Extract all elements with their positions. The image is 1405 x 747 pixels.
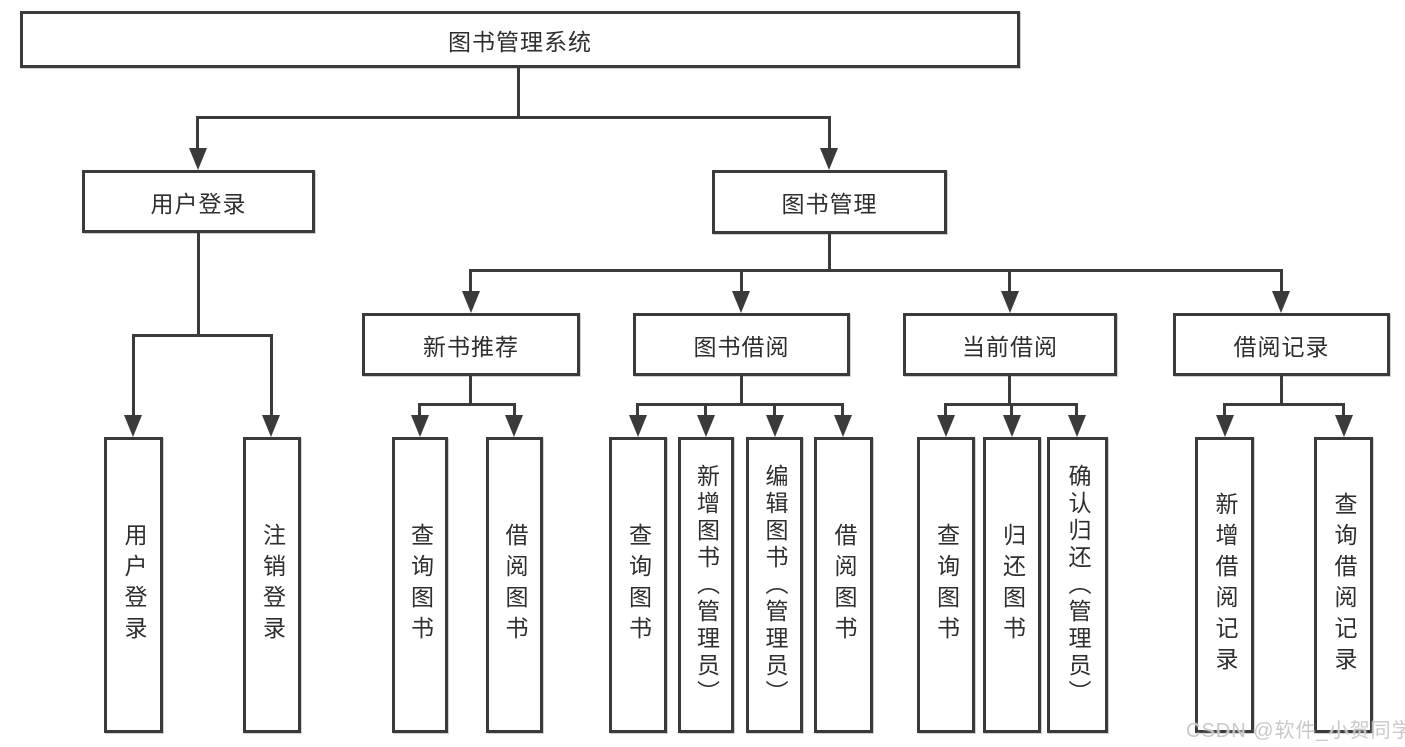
leaf-query-book-borrow: 查询图书 (609, 437, 667, 733)
connector-line (1223, 403, 1345, 406)
connector-line (469, 376, 472, 406)
node-label: 新增图书（管理员） (693, 463, 720, 707)
node-label: 编辑图书（管理员） (762, 463, 788, 707)
arrow-down-icon (697, 415, 715, 437)
connector-line (740, 269, 743, 295)
leaf-query-book-current: 查询图书 (917, 437, 975, 733)
node-label: 图书管理系统 (448, 28, 592, 55)
connector-line (1223, 403, 1226, 417)
arrow-down-icon (766, 415, 784, 437)
node-label: 查询图书 (407, 523, 434, 647)
node-label: 确认归还（管理员） (1065, 463, 1091, 707)
node-label: 新增借阅记录 (1212, 492, 1238, 678)
node-current-borrow: 当前借阅 (903, 313, 1117, 376)
arrow-down-icon (629, 415, 647, 437)
connector-line (517, 68, 520, 118)
connector-line (132, 334, 273, 337)
arrow-down-icon (462, 291, 480, 313)
connector-line (1280, 376, 1283, 406)
arrow-down-icon (124, 415, 142, 437)
node-label: 用户登录 (150, 190, 247, 217)
connector-line (513, 403, 516, 417)
connector-line (828, 116, 831, 152)
arrow-down-icon (411, 415, 429, 437)
connector-line (636, 403, 639, 417)
leaf-edit-book-admin: 编辑图书（管理员） (746, 437, 803, 733)
connector-line (196, 116, 199, 152)
connector-line (773, 403, 776, 417)
arrow-down-icon (1272, 291, 1290, 313)
connector-line (944, 403, 947, 417)
connector-line (740, 376, 743, 406)
arrow-down-icon (1001, 291, 1019, 313)
node-label: 归还图书 (999, 523, 1026, 647)
connector-line (1075, 403, 1078, 417)
leaf-confirm-return-admin: 确认归还（管理员） (1047, 437, 1108, 733)
leaf-borrow-book-recommend: 借阅图书 (486, 437, 543, 733)
arrow-down-icon (262, 415, 280, 437)
arrow-down-icon (1003, 415, 1021, 437)
node-label: 图书借阅 (693, 333, 790, 360)
connector-line (1280, 269, 1283, 295)
connector-line (1008, 269, 1011, 295)
connector-line (1010, 403, 1013, 417)
node-label: 当前借阅 (962, 333, 1058, 360)
arrow-down-icon (1335, 415, 1353, 437)
arrow-down-icon (505, 415, 523, 437)
connector-line (418, 403, 421, 417)
connector-line (197, 233, 200, 337)
arrow-down-icon (937, 415, 955, 437)
leaf-add-borrow-record: 新增借阅记录 (1195, 437, 1254, 733)
connector-line (469, 269, 1283, 272)
leaf-query-borrow-record: 查询借阅记录 (1314, 437, 1373, 733)
node-root-library-system: 图书管理系统 (20, 11, 1020, 68)
node-label: 查询借阅记录 (1331, 492, 1357, 678)
connector-line (828, 234, 831, 272)
connector-line (841, 403, 844, 417)
connector-line (636, 403, 844, 406)
connector-line (270, 334, 273, 417)
arrow-down-icon (732, 291, 750, 313)
csdn-watermark: CSDN @软件_小贺同学 (1186, 720, 1405, 742)
node-label: 用户登录 (121, 523, 147, 647)
node-book-borrow: 图书借阅 (633, 313, 850, 376)
leaf-query-book-recommend: 查询图书 (392, 437, 448, 733)
node-label: 借阅图书 (831, 523, 857, 647)
node-new-book-recommend: 新书推荐 (362, 313, 580, 376)
arrow-down-icon (820, 148, 838, 170)
connector-line (704, 403, 707, 417)
connector-line (196, 116, 831, 119)
connector-line (418, 403, 516, 406)
node-user-login: 用户登录 (82, 170, 315, 233)
arrow-down-icon (189, 148, 207, 170)
leaf-add-book-admin: 新增图书（管理员） (678, 437, 734, 733)
connector-line (132, 334, 135, 417)
leaf-return-book: 归还图书 (983, 437, 1041, 733)
node-label: 注销登录 (259, 523, 286, 647)
node-label: 图书管理 (781, 191, 878, 217)
arrow-down-icon (834, 415, 852, 437)
arrow-down-icon (1068, 415, 1086, 437)
node-book-management: 图书管理 (712, 170, 947, 234)
connector-line (1342, 403, 1345, 417)
node-label: 借阅图书 (502, 523, 528, 647)
connector-line (469, 269, 472, 295)
node-label: 借阅记录 (1233, 333, 1330, 360)
node-label: 查询图书 (625, 523, 652, 647)
node-label: 查询图书 (933, 523, 960, 647)
connector-line (1008, 376, 1011, 406)
leaf-user-login: 用户登录 (104, 437, 163, 733)
node-borrow-record: 借阅记录 (1173, 313, 1390, 376)
leaf-borrow-book: 借阅图书 (814, 437, 873, 733)
leaf-logout: 注销登录 (243, 437, 301, 733)
node-label: 新书推荐 (423, 333, 519, 360)
arrow-down-icon (1216, 415, 1234, 437)
